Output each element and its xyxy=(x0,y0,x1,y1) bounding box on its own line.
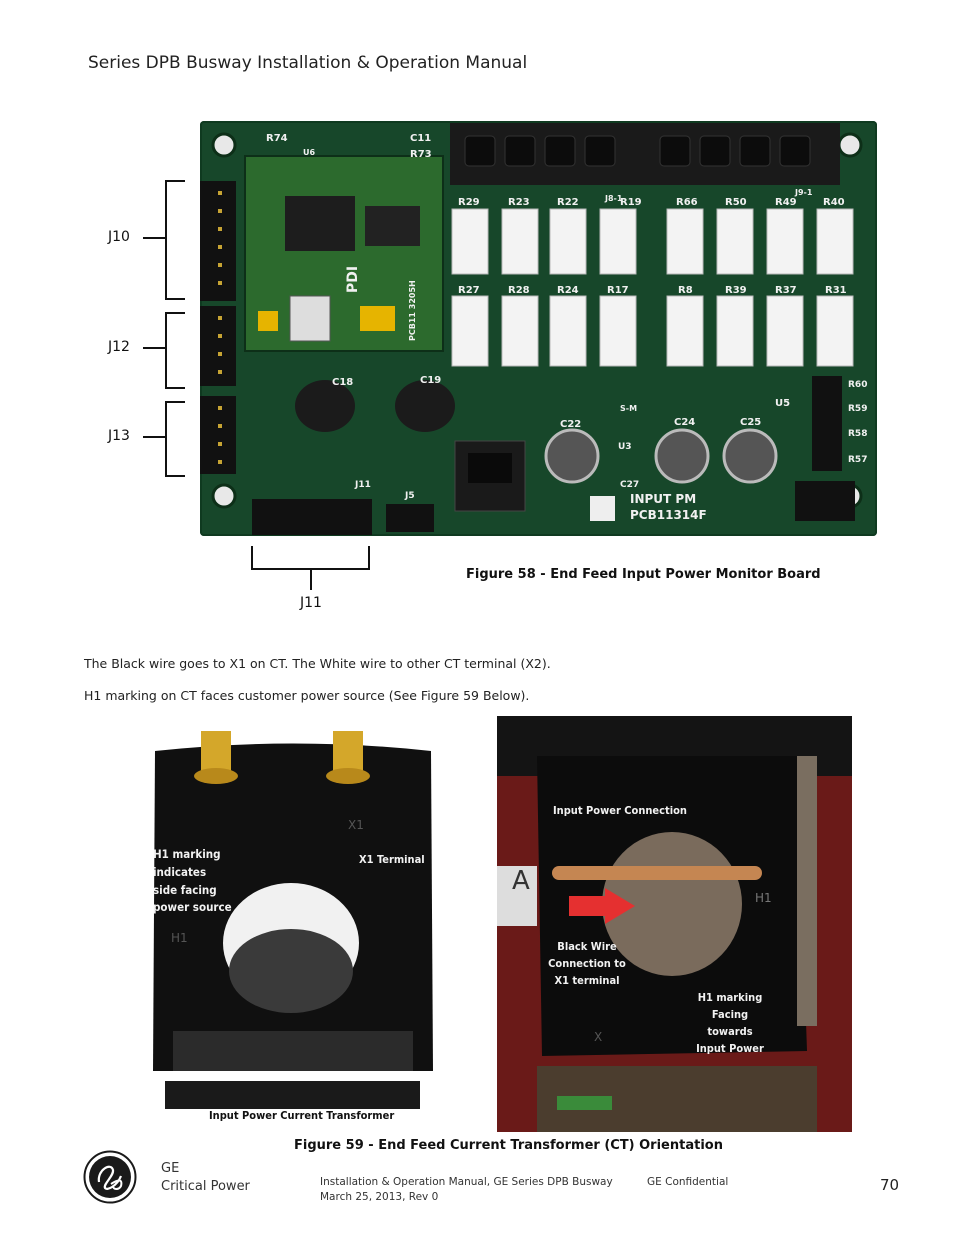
footer-brand-critical-power: Critical Power xyxy=(161,1178,250,1194)
ct-right-photo: Input Power Connection Black Wire Connec… xyxy=(497,716,852,1132)
board-label-r17: R17 xyxy=(607,285,629,296)
board-label-r49: R49 xyxy=(775,197,797,208)
j13-leader xyxy=(143,436,165,438)
board-label-r31: R31 xyxy=(825,285,847,296)
board-label-r59: R59 xyxy=(848,404,867,414)
ge-logo xyxy=(83,1150,137,1204)
board-label-c18: C18 xyxy=(332,377,353,388)
j11-leader xyxy=(310,568,312,590)
ct-right-black-wire-note: Black Wire Connection to X1 terminal xyxy=(548,940,626,988)
j12-label: J12 xyxy=(108,339,130,355)
ct-right-illustration xyxy=(497,716,852,1132)
ct-left-photo: H1 marking indicates side facing power s… xyxy=(143,731,443,1126)
board-label-r37: R37 xyxy=(775,285,797,296)
board-illustration: R74 C11 R73 U6 J8-1 R19 R66 R50 R49 J9-1… xyxy=(200,123,867,535)
board-label-c25: C25 xyxy=(740,417,761,428)
board-label-r22: R22 xyxy=(557,197,579,208)
j11-bracket xyxy=(251,546,370,570)
board-label-u5: U5 xyxy=(775,398,790,409)
ct-left-h1-note: H1 marking indicates side facing power s… xyxy=(153,847,232,915)
page-number: 70 xyxy=(880,1176,900,1194)
ct-left-bottom-label: Input Power Current Transformer xyxy=(209,1109,395,1122)
board-label-input-pm: INPUT PM xyxy=(630,492,696,506)
power-monitor-board-photo: R74 C11 R73 U6 J8-1 R19 R66 R50 R49 J9-1… xyxy=(200,121,877,536)
footer-confidential: GE Confidential xyxy=(647,1176,729,1188)
figure-58-caption: Figure 58 - End Feed Input Power Monitor… xyxy=(466,567,821,582)
board-label-j5: J5 xyxy=(404,491,415,501)
board-label-pcb: PCB11314F xyxy=(630,508,707,522)
j10-leader xyxy=(143,237,165,239)
ct-left-illustration xyxy=(153,731,433,1109)
board-label-j8: J8-1 xyxy=(604,194,623,203)
board-label-c19: C19 xyxy=(420,375,441,386)
board-label-c24: C24 xyxy=(674,417,695,428)
ge-logo-mark xyxy=(83,1150,137,1204)
footer-document-info: Installation & Operation Manual, GE Seri… xyxy=(320,1175,613,1204)
board-label-r73: R73 xyxy=(410,149,432,160)
footer-doc-title: Installation & Operation Manual, GE Seri… xyxy=(320,1176,613,1188)
ct-left-h1-mark: H1 xyxy=(171,931,188,945)
paragraph-h1-marking: H1 marking on CT faces customer power so… xyxy=(84,688,530,703)
board-label-j11-pin: J11 xyxy=(354,480,371,490)
board-label-r50: R50 xyxy=(725,197,747,208)
board-label-j9: J9-1 xyxy=(794,188,813,197)
board-label-u6: U6 xyxy=(303,148,315,157)
board-label-sm: S-M xyxy=(620,404,637,413)
board-label-c27: C27 xyxy=(620,480,639,490)
j10-bracket xyxy=(165,180,185,300)
ct-right-x1-mark: X xyxy=(594,1030,603,1044)
board-label-pdi: PDI xyxy=(345,266,361,293)
board-label-r39: R39 xyxy=(725,285,747,296)
board-label-r27: R27 xyxy=(458,285,480,296)
board-label-r28: R28 xyxy=(508,285,530,296)
ct-left-x1-mark: X1 xyxy=(348,818,364,832)
figure-59-caption: Figure 59 - End Feed Current Transformer… xyxy=(294,1138,723,1153)
j12-bracket xyxy=(165,312,185,389)
board-label-r23: R23 xyxy=(508,197,530,208)
ct-left-x1-note: X1 Terminal xyxy=(359,853,425,866)
footer-brand: GE Critical Power xyxy=(161,1160,250,1195)
ct-right-h1-note: H1 marking Facing towards Input Power xyxy=(696,991,764,1056)
ct-right-input-connection: Input Power Connection xyxy=(553,804,687,817)
board-label-c22: C22 xyxy=(560,419,581,430)
board-label-u3: U3 xyxy=(618,442,632,452)
footer-doc-date: March 25, 2013, Rev 0 xyxy=(320,1190,439,1203)
board-label-r57: R57 xyxy=(848,455,867,465)
board-label-r66: R66 xyxy=(676,197,698,208)
board-label-r19: R19 xyxy=(620,197,642,208)
board-label-r60: R60 xyxy=(848,380,867,390)
board-label-r40: R40 xyxy=(823,197,845,208)
page-header-title: Series DPB Busway Installation & Operati… xyxy=(88,53,528,73)
j10-label: J10 xyxy=(108,229,130,245)
board-label-r8: R8 xyxy=(678,285,693,296)
board-label-pcb-small: PCB11 3205H xyxy=(408,280,417,341)
j12-leader xyxy=(143,347,165,349)
board-label-r24: R24 xyxy=(557,285,579,296)
j13-label: J13 xyxy=(108,428,130,444)
j11-label: J11 xyxy=(300,595,322,611)
j13-bracket xyxy=(165,401,185,477)
paragraph-wire-instructions: The Black wire goes to X1 on CT. The Whi… xyxy=(84,656,551,671)
board-label-r29: R29 xyxy=(458,197,480,208)
board-label-r58: R58 xyxy=(848,429,867,439)
footer-brand-ge: GE xyxy=(161,1161,180,1176)
ct-right-h1-mark: H1 xyxy=(755,891,772,905)
ct-right-panel-letter: A xyxy=(512,866,530,896)
board-label-r74: R74 xyxy=(266,133,288,144)
board-label-c11: C11 xyxy=(410,133,431,144)
